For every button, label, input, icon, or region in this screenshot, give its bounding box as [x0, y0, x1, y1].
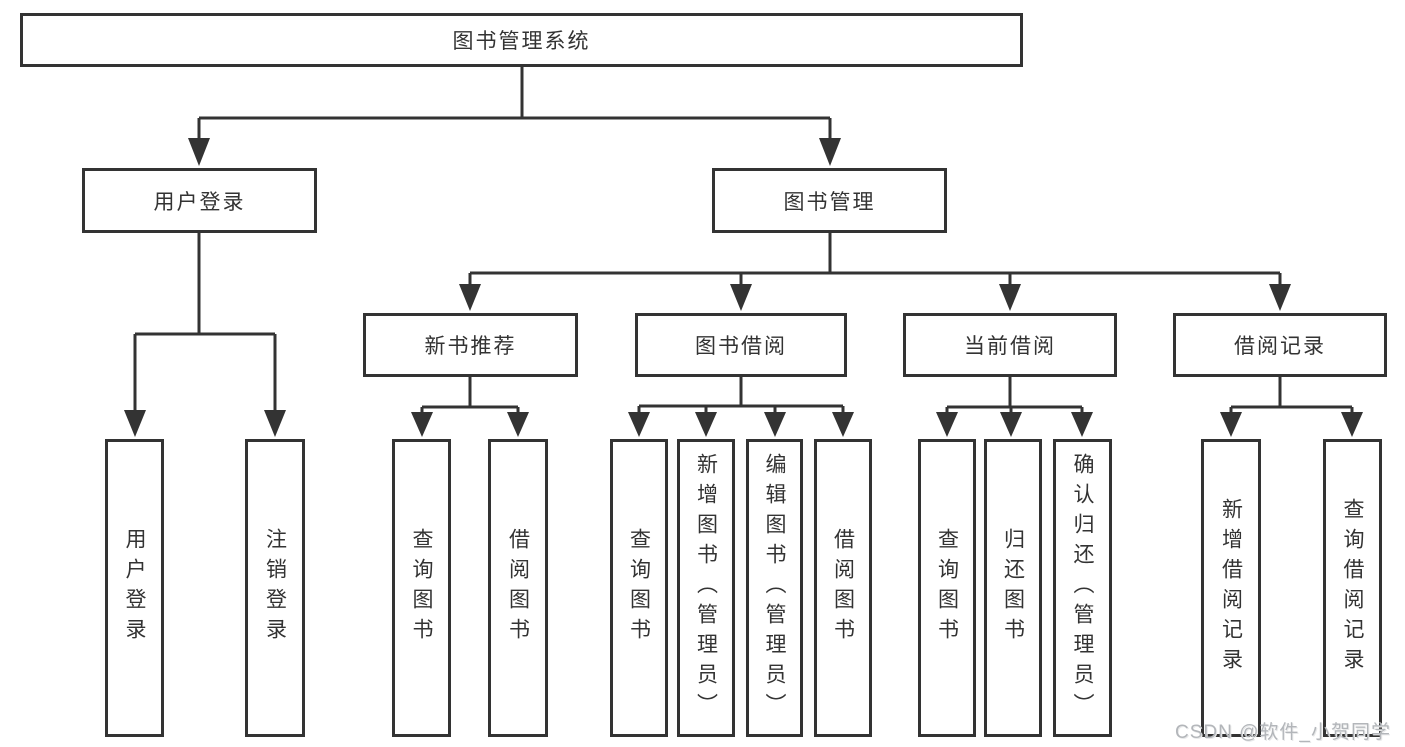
node-user-login: 用户登录 [82, 168, 317, 233]
leaf-query-borrow-record: 查询借阅记录 [1323, 439, 1382, 737]
leaf-query-books-borrowing: 查询图书 [610, 439, 668, 737]
node-new-book-recommendation: 新书推荐 [363, 313, 578, 377]
leaf-borrow-books-recommendation: 借阅图书 [488, 439, 548, 737]
connector-book-borrowing-to-leaves [628, 377, 854, 437]
leaf-label: 新增借阅记录 [1219, 498, 1243, 678]
leaf-label: 编辑图书（管理员） [763, 453, 786, 723]
connector-user-login-to-leaves [124, 233, 286, 437]
leaf-confirm-return-admin: 确认归还（管理员） [1053, 439, 1112, 737]
node-label: 当前借阅 [964, 335, 1056, 358]
node-label: 图书借阅 [695, 335, 787, 358]
leaf-label: 查询图书 [935, 528, 959, 648]
leaf-query-books-current: 查询图书 [918, 439, 976, 737]
leaf-query-books-recommendation: 查询图书 [392, 439, 451, 737]
leaf-label: 注销登录 [263, 528, 287, 648]
leaf-label: 新增图书（管理员） [694, 453, 718, 723]
connector-borrowing-records-to-leaves [1220, 377, 1363, 437]
leaf-label: 确认归还（管理员） [1071, 453, 1094, 723]
leaf-label: 查询图书 [627, 528, 651, 648]
node-label: 借阅记录 [1234, 335, 1326, 358]
node-label: 新书推荐 [424, 335, 517, 358]
leaf-logout: 注销登录 [245, 439, 305, 737]
node-book-management: 图书管理 [712, 168, 947, 233]
leaf-label: 借阅图书 [506, 528, 530, 648]
connector-current-borrowing-to-leaves [936, 377, 1093, 437]
csdn-watermark: CSDN @软件_小贺同学 [1175, 722, 1391, 743]
leaf-label: 归还图书 [1001, 528, 1025, 648]
leaf-label: 用户登录 [123, 528, 146, 648]
leaf-add-book-admin: 新增图书（管理员） [677, 439, 735, 737]
node-current-borrowing: 当前借阅 [903, 313, 1117, 377]
node-label: 用户登录 [153, 190, 246, 214]
leaf-borrow-books-borrowing: 借阅图书 [814, 439, 872, 737]
leaf-add-borrow-record: 新增借阅记录 [1201, 439, 1261, 737]
leaf-user-login: 用户登录 [105, 439, 164, 737]
connector-book-management-to-level3 [459, 233, 1291, 311]
node-borrowing-records: 借阅记录 [1173, 313, 1387, 377]
leaf-return-books: 归还图书 [984, 439, 1042, 737]
connector-root-to-level2 [188, 67, 841, 166]
node-label: 图书管理 [783, 190, 876, 214]
leaf-label: 查询借阅记录 [1341, 498, 1364, 678]
leaf-label: 借阅图书 [831, 528, 855, 648]
leaf-label: 查询图书 [410, 528, 433, 648]
node-book-borrowing: 图书借阅 [635, 313, 847, 377]
node-label: 图书管理系统 [452, 30, 591, 53]
leaf-edit-book-admin: 编辑图书（管理员） [746, 439, 803, 737]
node-library-management-system: 图书管理系统 [20, 13, 1023, 67]
connector-new-book-recommendation-to-leaves [411, 377, 529, 437]
